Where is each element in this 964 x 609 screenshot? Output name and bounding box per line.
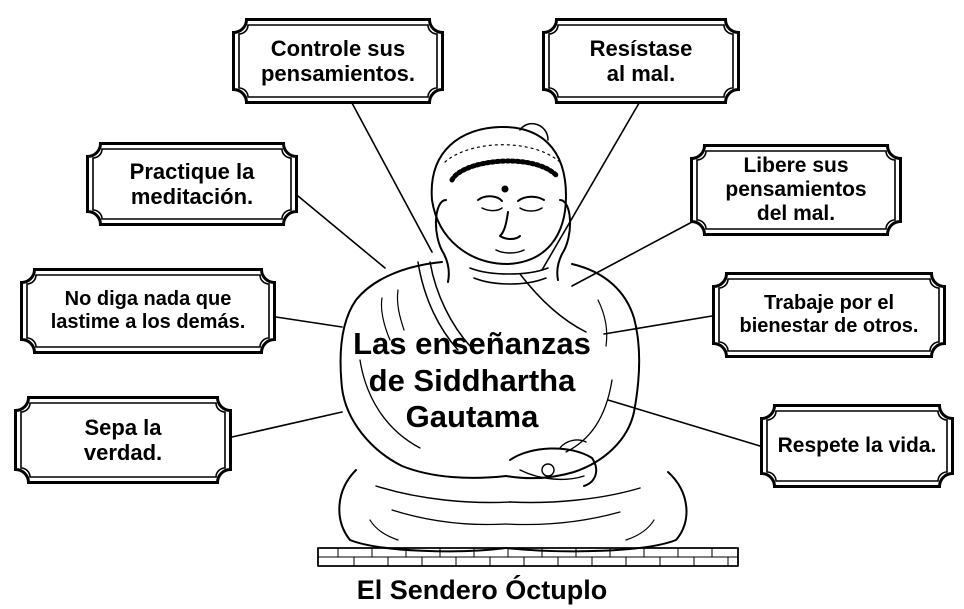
frame-inner-border: [548, 24, 734, 98]
teaching-text: meditación.: [130, 184, 254, 209]
teaching-text: al mal.: [606, 61, 676, 86]
frame-inner-border: [92, 148, 292, 220]
teaching-text: Libere sus: [743, 153, 849, 177]
teaching-text: pensamientos.: [260, 61, 416, 86]
frame-outer-border: [690, 144, 902, 236]
teaching-text: bienestar de otros.: [739, 315, 919, 337]
teaching-text: lastime a los demás.: [50, 311, 246, 333]
teaching-text: Controle sus: [270, 35, 406, 61]
frame-outer-border: [232, 18, 444, 104]
teaching-text: del mal.: [756, 202, 836, 226]
teaching-text: pensamientos: [725, 177, 867, 201]
center-title-line: Las enseñanzas: [353, 326, 591, 361]
frame-inner-border: [20, 402, 226, 478]
frame-inner-border: [766, 410, 948, 482]
frame-outer-border: [86, 142, 298, 226]
teaching-box-controle: Controle sus pensamientos.: [232, 18, 444, 104]
frame-outer-border: [760, 404, 954, 488]
scalloped-frame: [20, 268, 276, 354]
teaching-box-resistase: Resístase al mal.: [542, 18, 740, 104]
teaching-text: Trabaje por el: [763, 292, 895, 314]
teaching-box-trabaje: Trabaje por el bienestar de otros.: [712, 272, 946, 358]
teaching-box-no-diga: No diga nada que lastime a los demás.: [20, 268, 276, 354]
frame-inner-border: [696, 150, 896, 230]
scalloped-frame: [542, 18, 740, 104]
scalloped-frame: [760, 404, 954, 488]
scalloped-frame: [690, 144, 902, 236]
frame-outer-border: [712, 272, 946, 358]
center-title: Las enseñanzas de Siddhartha Gautama: [337, 326, 607, 436]
connector-lines: [231, 89, 761, 447]
center-title-line: de Siddhartha: [368, 362, 576, 398]
scalloped-frame: [14, 396, 232, 484]
teaching-text: verdad.: [83, 440, 163, 465]
teaching-text: Practique la: [129, 158, 255, 184]
frame-outer-border: [20, 268, 276, 354]
teaching-box-practique: Practique la meditación.: [86, 142, 298, 226]
center-title-line: Gautama: [405, 399, 539, 435]
diagram-caption: El Sendero Óctuplo: [356, 575, 608, 605]
teaching-text: No diga nada que: [64, 288, 232, 310]
frame-inner-border: [238, 24, 438, 98]
teaching-text: Sepa la: [84, 414, 162, 440]
scalloped-frame: [232, 18, 444, 104]
teaching-text: Respete la vida.: [777, 433, 937, 457]
scalloped-frame: [712, 272, 946, 358]
frame-outer-border: [14, 396, 232, 484]
scalloped-frame: [86, 142, 298, 226]
teaching-text: Resístase: [589, 35, 693, 61]
frame-inner-border: [718, 278, 940, 352]
teaching-box-sepa: Sepa la verdad.: [14, 396, 232, 484]
teaching-box-libere: Libere sus pensamientos del mal.: [690, 144, 902, 236]
frame-inner-border: [26, 274, 270, 348]
frame-outer-border: [542, 18, 740, 104]
teaching-box-respete: Respete la vida.: [760, 404, 954, 488]
